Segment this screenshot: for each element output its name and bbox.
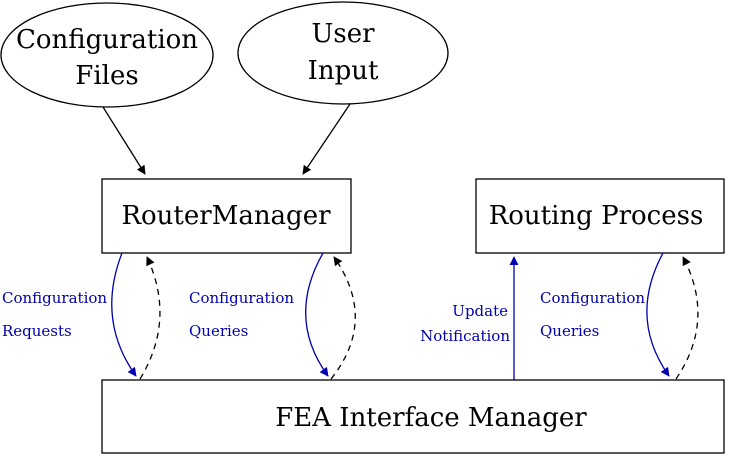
edge-config-queries-routing-process-response [675,256,699,380]
label-update-notification: Update Notification [420,302,510,345]
config-files-node: Configuration Files [0,2,214,108]
label-config-requests-line2: Requests [2,322,72,340]
label-config-queries-rm-line1: Configuration [189,289,294,307]
router-manager-label: RouterManager [121,201,331,231]
config-files-label-line2: Files [75,61,138,91]
router-manager-node: RouterManager [101,178,352,254]
routing-process-node: Routing Process [475,178,725,254]
user-input-label-line2: Input [308,56,379,86]
label-update-notification-line1: Update [452,302,508,320]
user-input-node: User Input [237,1,449,105]
edge-user-input-to-router-manager [302,103,351,175]
label-config-queries-router-manager: Configuration Queries [189,289,294,340]
edge-config-requests-response [139,256,161,380]
label-update-notification-line2: Notification [420,327,510,345]
edge-config-requests [111,252,137,377]
edge-config-queries-router-manager [305,252,329,377]
label-config-requests-line1: Configuration [2,289,107,307]
routing-process-label: Routing Process [489,201,704,231]
edge-config-queries-router-manager-response [330,256,356,380]
edge-config-files-to-router-manager [102,106,146,175]
edge-config-queries-routing-process [646,252,670,377]
label-config-queries-rm-line2: Queries [189,322,248,340]
config-files-label-line1: Configuration [16,25,198,55]
label-config-queries-routing-process: Configuration Queries [540,289,645,340]
fea-interface-manager-node: FEA Interface Manager [101,379,725,454]
label-config-requests: Configuration Requests [2,289,107,340]
fea-interface-manager-label: FEA Interface Manager [275,403,587,433]
label-config-queries-rp-line1: Configuration [540,289,645,307]
user-input-label-line1: User [311,19,375,49]
label-config-queries-rp-line2: Queries [540,322,599,340]
